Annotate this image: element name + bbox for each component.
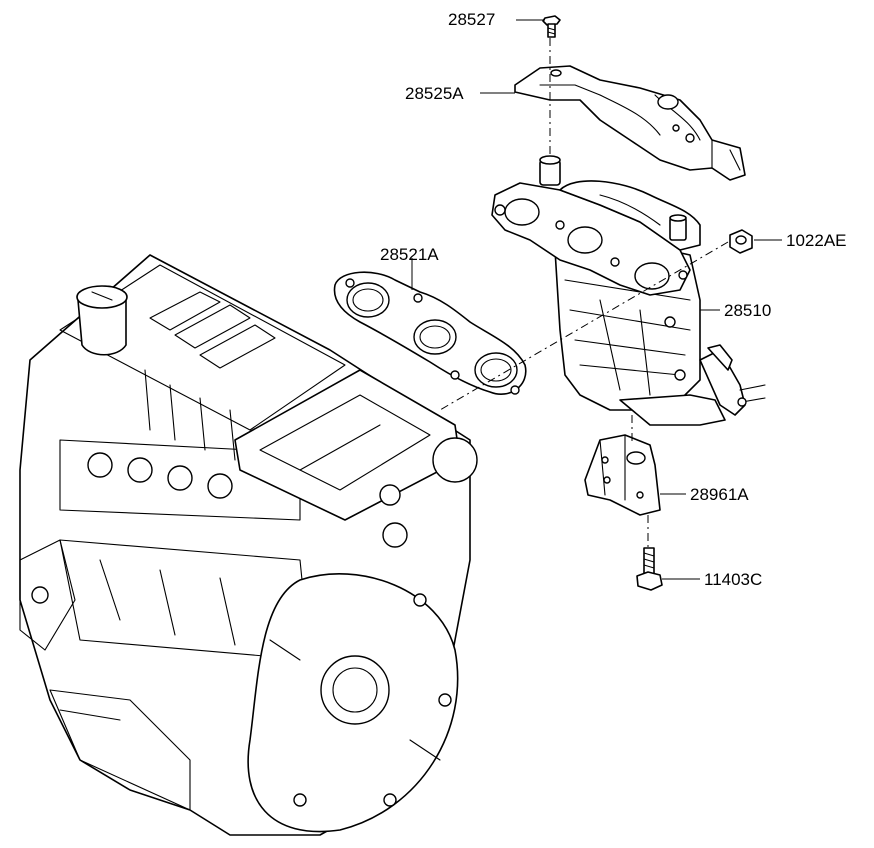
callout-manifold-converter: 28510 <box>724 301 772 320</box>
engine-block <box>19 254 478 836</box>
assembly-center-lines <box>439 38 729 548</box>
exhaust-manifold-gasket <box>333 271 527 395</box>
callout-bolt-bottom: 11403C <box>704 570 763 589</box>
exhaust-manifold-converter <box>491 155 766 426</box>
callout-bolt-top: 28527 <box>448 10 496 29</box>
support-bracket <box>584 434 661 516</box>
leader-lines <box>411 19 782 580</box>
callout-heat-protector: 28525A <box>405 84 464 103</box>
callout-bracket: 28961A <box>690 485 749 504</box>
bolt-top <box>542 15 561 38</box>
bolt-bottom <box>636 547 663 591</box>
callout-gasket: 28521A <box>380 245 439 264</box>
callout-nut: 1022AE <box>786 231 847 250</box>
nut <box>729 229 753 254</box>
heat-protector <box>514 65 746 181</box>
